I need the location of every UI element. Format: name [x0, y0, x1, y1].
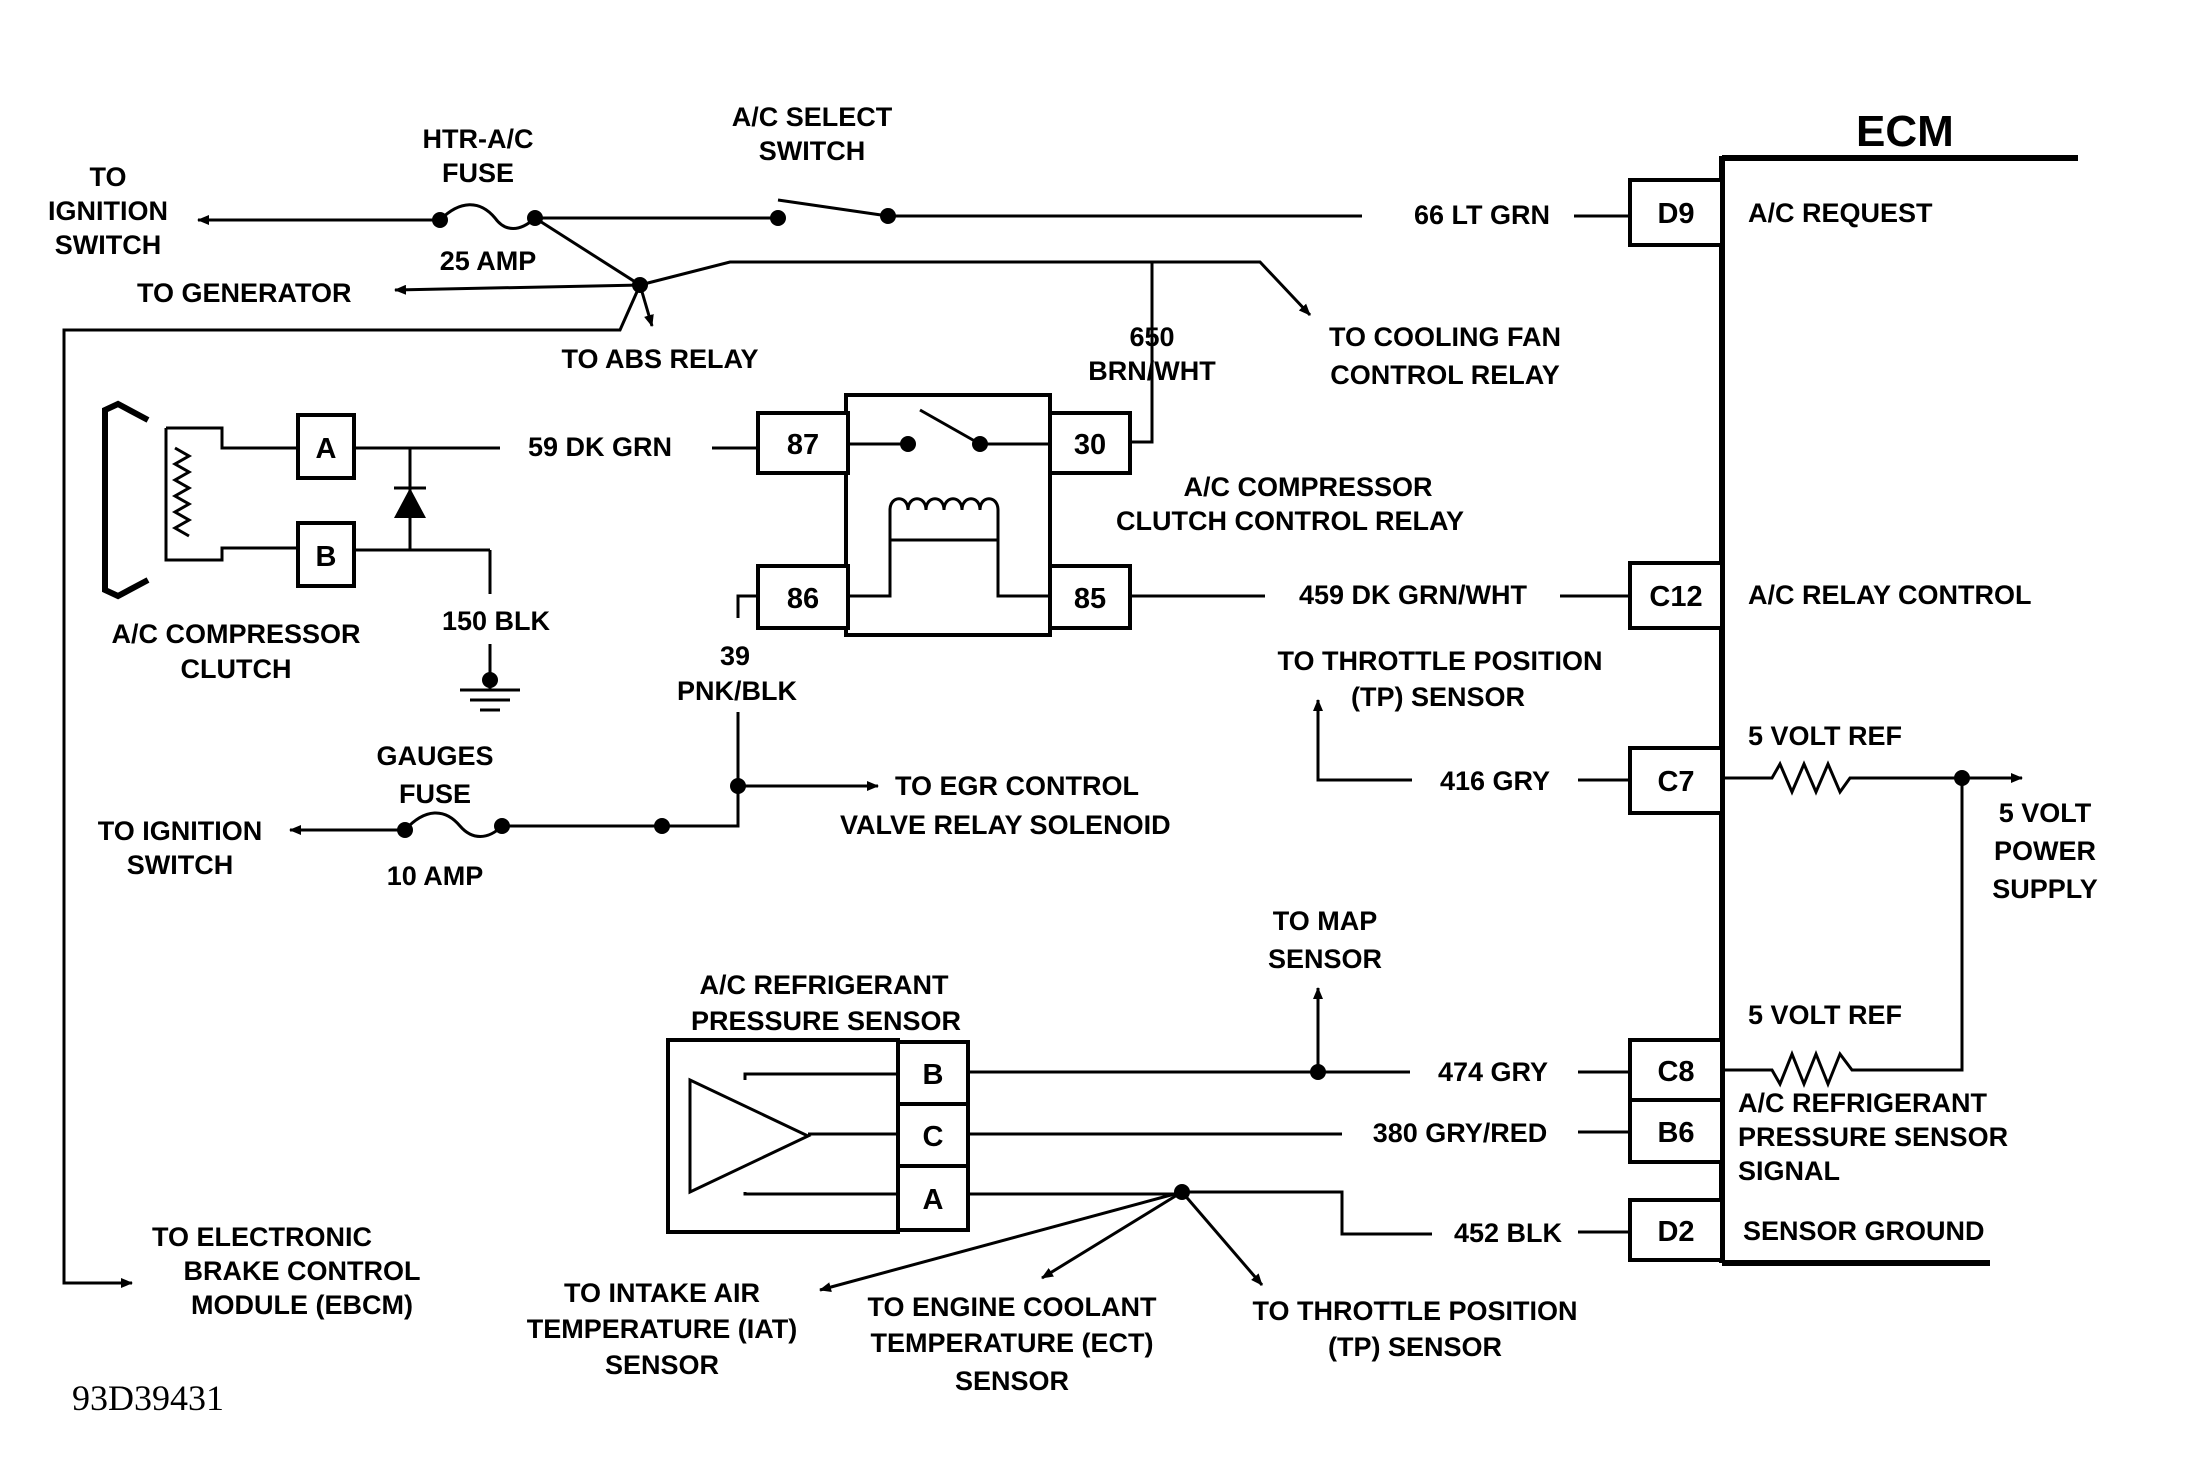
map-sensor-label: TO MAP [1273, 906, 1378, 936]
svg-text:A: A [923, 1184, 944, 1216]
svg-text:A: A [316, 433, 337, 465]
ecm-pin-d2: D2 SENSOR GROUND [1628, 1198, 1985, 1262]
svg-text:30: 30 [1074, 429, 1106, 461]
svg-text:(TP) SENSOR: (TP) SENSOR [1351, 682, 1525, 712]
svg-text:D2: D2 [1657, 1216, 1694, 1248]
svg-text:PRESSURE SENSOR: PRESSURE SENSOR [691, 1006, 961, 1036]
htr-ac-fuse-rating: 25 AMP [440, 246, 537, 276]
svg-text:B: B [316, 541, 337, 573]
svg-text:SUPPLY: SUPPLY [1992, 874, 2098, 904]
iat-sensor-label: TO INTAKE AIR [564, 1278, 760, 1308]
htr-ac-fuse-label: HTR-A/C [423, 124, 534, 154]
ignition-switch-label: TO IGNITION [98, 816, 263, 846]
svg-text:D9: D9 [1657, 198, 1694, 230]
svg-text:FUSE: FUSE [399, 779, 471, 809]
svg-text:TEMPERATURE (IAT): TEMPERATURE (IAT) [527, 1314, 797, 1344]
svg-text:B: B [923, 1059, 944, 1091]
figure-code: 93D39431 [72, 1378, 224, 1418]
ignition-switch-label: TO [89, 162, 126, 192]
ecm-pin-b6: B6 A/C REFRIGERANT PRESSURE SENSOR SIGNA… [1628, 1088, 2008, 1186]
svg-text:BRN/WHT: BRN/WHT [1088, 356, 1216, 386]
svg-text:C: C [923, 1121, 944, 1153]
ac-compressor-clutch: A B 59 DK GRN 150 BLK A/C COMPRESSOR CLU… [102, 400, 758, 712]
svg-text:(TP) SENSOR: (TP) SENSOR [1328, 1332, 1502, 1362]
svg-text:C12: C12 [1649, 581, 1702, 613]
wire-label: 380 GRY/RED [1373, 1118, 1548, 1148]
ecm-pin-c12: C12 A/C RELAY CONTROL [1628, 561, 2032, 630]
ecm-pin-function: SENSOR GROUND [1743, 1216, 1985, 1246]
svg-text:SIGNAL: SIGNAL [1738, 1156, 1840, 1186]
svg-text:87: 87 [787, 429, 819, 461]
generator-label: TO GENERATOR [137, 278, 352, 308]
tp-sensor-label: TO THROTTLE POSITION [1252, 1296, 1577, 1326]
ebcm-label: TO ELECTRONIC [152, 1222, 372, 1252]
htr-ac-fuse-circuit: TO IGNITION SWITCH HTR-A/C FUSE 25 AMP A… [48, 102, 1630, 1288]
svg-text:86: 86 [787, 583, 819, 615]
ac-select-switch-label: A/C SELECT [732, 102, 893, 132]
ecm-pin-function: 5 VOLT REF [1748, 721, 1902, 751]
gauges-fuse-rating: 10 AMP [387, 861, 484, 891]
svg-text:C8: C8 [1657, 1056, 1694, 1088]
wire-label: 66 LT GRN [1414, 200, 1550, 230]
svg-text:POWER: POWER [1994, 836, 2096, 866]
svg-text:CLUTCH CONTROL RELAY: CLUTCH CONTROL RELAY [1116, 506, 1464, 536]
egr-label: TO EGR CONTROL [895, 771, 1139, 801]
svg-text:SENSOR: SENSOR [955, 1366, 1069, 1396]
svg-text:SENSOR: SENSOR [605, 1350, 719, 1380]
svg-text:C7: C7 [1657, 766, 1694, 798]
pressure-sensor-name: A/C REFRIGERANT [700, 970, 950, 1000]
svg-text:CONTROL RELAY: CONTROL RELAY [1330, 360, 1560, 390]
clutch-control-relay: 87 30 86 85 A/C COMPRESSOR CLUTCH CONTRO… [756, 393, 1630, 637]
refrigerant-pressure-sensor: A/C REFRIGERANT PRESSURE SENSOR B C A TO… [666, 906, 1630, 1292]
gauges-fuse-circuit: 39 PNK/BLK TO EGR CONTROL VALVE RELAY SO… [98, 594, 1171, 891]
wire-label: 416 GRY [1440, 766, 1550, 796]
svg-text:CLUTCH: CLUTCH [181, 654, 292, 684]
wire-label: 474 GRY [1438, 1057, 1548, 1087]
svg-text:IGNITION: IGNITION [48, 196, 168, 226]
clutch-name: A/C COMPRESSOR [111, 619, 360, 649]
ecm-title: ECM [1856, 107, 1954, 156]
abs-relay-label: TO ABS RELAY [561, 344, 758, 374]
svg-text:85: 85 [1074, 583, 1106, 615]
svg-text:SENSOR: SENSOR [1268, 944, 1382, 974]
svg-text:TEMPERATURE (ECT): TEMPERATURE (ECT) [871, 1328, 1154, 1358]
svg-text:PRESSURE SENSOR: PRESSURE SENSOR [1738, 1122, 2008, 1152]
wire-label: 452 BLK [1454, 1218, 1563, 1248]
svg-text:MODULE (EBCM): MODULE (EBCM) [191, 1290, 413, 1320]
five-volt-reference: TO THROTTLE POSITION (TP) SENSOR 416 GRY… [1277, 646, 2098, 1089]
ecm-pin-function: 5 VOLT REF [1748, 1000, 1902, 1030]
ecm-pin-function: A/C REQUEST [1748, 198, 1933, 228]
bottom-labels: TO ELECTRONIC BRAKE CONTROL MODULE (EBCM… [72, 1222, 1578, 1418]
svg-text:SWITCH: SWITCH [759, 136, 865, 166]
ecm-pin-d9: D9 A/C REQUEST [1628, 178, 1933, 247]
ecm-pin-function: A/C RELAY CONTROL [1748, 580, 2032, 610]
wire-label: 59 DK GRN [528, 432, 672, 462]
ecm-pin-c8: C8 5 VOLT REF [1628, 1000, 1902, 1102]
power-supply-label: 5 VOLT [1999, 798, 2092, 828]
ground-wire-label: 150 BLK [442, 606, 551, 636]
wire-label: 39 [720, 641, 750, 671]
svg-text:B6: B6 [1657, 1117, 1694, 1149]
relay-name: A/C COMPRESSOR [1183, 472, 1432, 502]
svg-text:SWITCH: SWITCH [127, 850, 233, 880]
gauges-fuse-label: GAUGES [376, 741, 493, 771]
ect-sensor-label: TO ENGINE COOLANT [867, 1292, 1157, 1322]
cooling-fan-label: TO COOLING FAN [1329, 322, 1561, 352]
wire-label: 650 [1129, 322, 1174, 352]
svg-text:FUSE: FUSE [442, 158, 514, 188]
svg-text:BRAKE CONTROL: BRAKE CONTROL [184, 1256, 421, 1286]
tp-sensor-label: TO THROTTLE POSITION [1277, 646, 1602, 676]
ecm-pin-c7: C7 5 VOLT REF [1628, 721, 1902, 815]
wire-label: 459 DK GRN/WHT [1299, 580, 1528, 610]
svg-text:VALVE RELAY SOLENOID: VALVE RELAY SOLENOID [840, 810, 1171, 840]
svg-text:PNK/BLK: PNK/BLK [677, 676, 797, 706]
ecm-pin-function: A/C REFRIGERANT [1738, 1088, 1988, 1118]
svg-text:SWITCH: SWITCH [55, 230, 161, 260]
